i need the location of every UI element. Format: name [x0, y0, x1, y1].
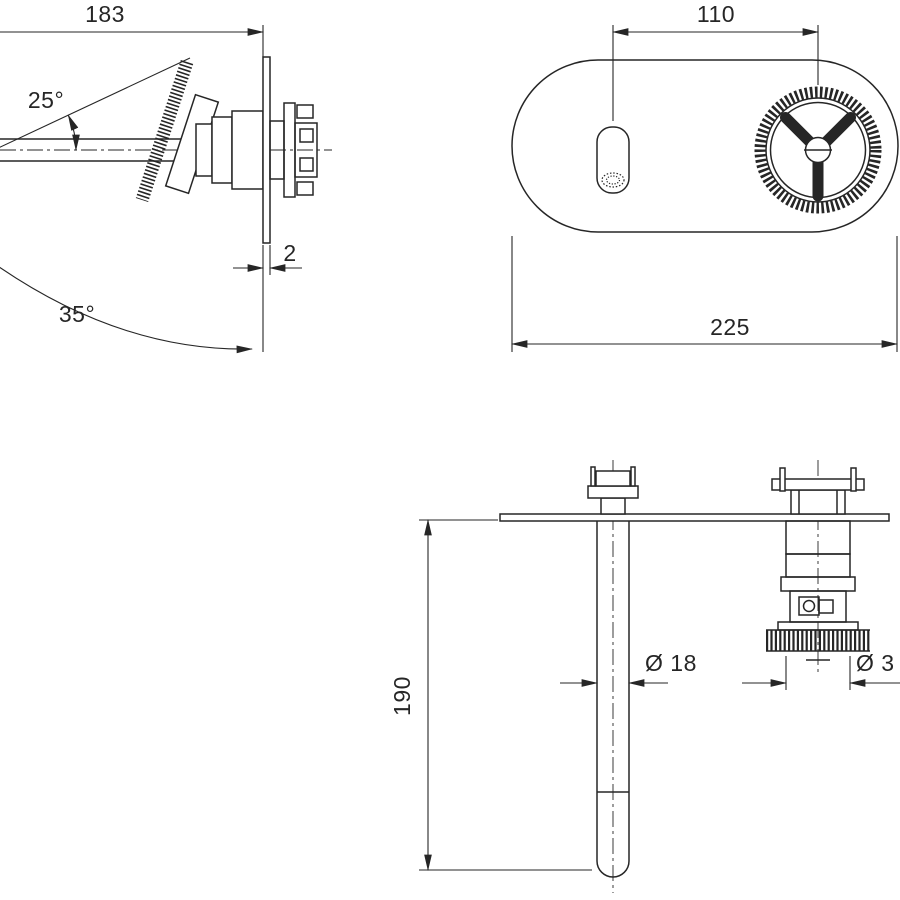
wall-plate-side — [262, 56, 271, 244]
front-view: 110 225 — [510, 1, 899, 352]
dim-spout-diameter-label: Ø 18 — [645, 650, 697, 676]
spout-side — [0, 138, 196, 162]
dim-handle-angle: 25° — [0, 57, 191, 152]
dim-swivel-angle: 35° — [0, 266, 254, 354]
valve-body-bottom — [766, 520, 870, 661]
dim-spout-to-handle-label: 110 — [697, 1, 735, 27]
spout-tube — [596, 521, 630, 878]
wall-plate-edge — [499, 513, 890, 522]
spout-outlet-front — [596, 126, 630, 194]
dim-depth-label: 183 — [85, 1, 125, 27]
bottom-view: 190 Ø 18 Ø 3 — [389, 460, 900, 893]
handle-lever — [135, 59, 220, 203]
mounting-hardware-side — [269, 102, 318, 198]
valve-body-side — [195, 110, 264, 190]
dim-plate-thickness-label: 2 — [283, 240, 296, 266]
dim-swivel-angle-label: 35° — [59, 301, 95, 327]
dim-handle-angle-label: 25° — [28, 87, 64, 113]
dim-depth: 183 — [0, 1, 265, 57]
dim-valve-diameter-label: Ø 3 — [856, 650, 895, 676]
dim-plate-width: 225 — [510, 236, 899, 352]
backplate-front — [511, 59, 899, 233]
side-view: 183 25° 2 35° — [0, 1, 332, 354]
dim-drop-length-label: 190 — [389, 676, 415, 716]
spout-fixing-top — [587, 466, 639, 515]
dim-spout-to-handle: 110 — [611, 1, 820, 121]
dim-plate-width-label: 225 — [710, 314, 750, 340]
handwheel-front — [754, 86, 882, 214]
dim-drop-length: 190 — [389, 518, 592, 872]
dim-plate-thickness: 2 — [233, 240, 302, 352]
valve-fixing-top — [771, 467, 865, 515]
dim-valve-diameter: Ø 3 — [742, 650, 900, 690]
dim-spout-diameter: Ø 18 — [560, 650, 697, 687]
